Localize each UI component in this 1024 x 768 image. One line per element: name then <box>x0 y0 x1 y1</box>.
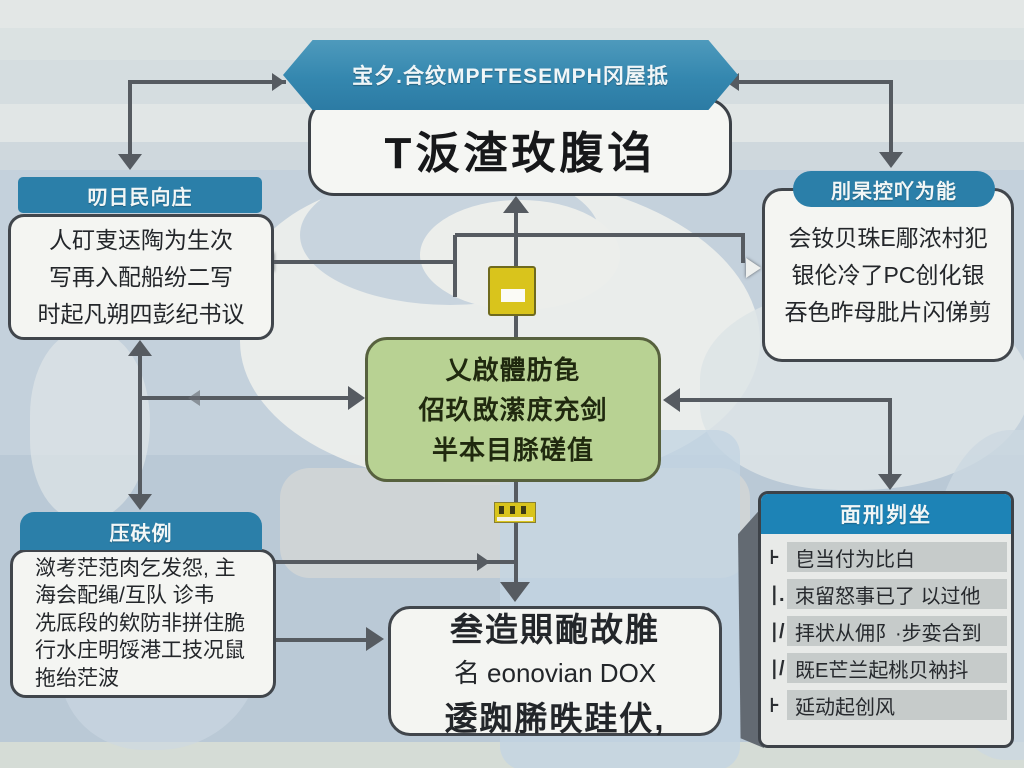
bottom-left-line: 潋考茫范肉乞发怨, 主 <box>35 556 236 580</box>
connector-banner-left <box>130 80 286 84</box>
tick-icon: ⊦ <box>769 546 780 569</box>
list-item-label: 皀当付为比白 <box>787 542 1007 572</box>
connector-bl-mid <box>270 560 516 564</box>
top-banner: 宝夕.合纹MPFTESEMPH冈屋抵 <box>283 40 738 110</box>
list-item: ⊦ 皀当付为比白 <box>769 542 1007 572</box>
arrowhead-left-icon <box>188 390 200 406</box>
mini-tag-base <box>497 517 533 521</box>
connector-bl-bc <box>270 638 372 642</box>
tally-marks-icon <box>499 506 531 514</box>
list-item: ∣. 朿留怒事已了 以过他 <box>769 579 1007 609</box>
top-left-line: 时起凡朔四彭纪书议 <box>37 300 245 327</box>
top-left-box: 人矴叓迗陶为生次 写再入配船纷二写 时起凡朔四彭纪书议 <box>8 214 274 340</box>
top-left-line: 人矴叓迗陶为生次 <box>49 226 233 253</box>
arrowhead-left-icon <box>663 388 680 412</box>
center-line: 半本目脎磋值 <box>431 434 594 465</box>
arrowhead-right-icon <box>746 258 761 278</box>
connector-left-vert <box>138 354 142 496</box>
arrowhead-right-icon <box>477 553 490 571</box>
connector-center-top <box>514 211 518 268</box>
connector-center-mid <box>514 314 518 340</box>
connector-banner-right <box>889 80 893 154</box>
connector-cross-left-drop <box>453 235 457 297</box>
arrowhead-down-icon <box>118 154 142 170</box>
list-item: ⊦ 延动起创风 <box>769 690 1007 720</box>
bottom-right-panel: 面刑刿坐 ⊦ 皀当付为比白 ∣. 朿留怒事已了 以过他 ∣/ 拝状从佣阝·步娈合… <box>758 491 1014 748</box>
main-title: T汳渣玫腹诌 <box>384 129 656 178</box>
connector-banner-left <box>128 80 132 156</box>
bottom-left-header-label: 压砆例 <box>109 522 173 545</box>
bottom-center-line: 叁造賏靤故脽 <box>450 610 660 648</box>
top-right-line: 吞色昨母肶片闪俤剪 <box>784 299 992 325</box>
list-item: ∣/ 既E芒兰起桃贝衲抖 <box>769 653 1007 683</box>
connector-green-right <box>678 398 892 402</box>
connector-panel-drop <box>888 400 892 476</box>
connector-center-low1 <box>514 480 518 503</box>
bottom-left-line: 拖绐茫波 <box>35 666 119 690</box>
connector-banner-right <box>737 80 893 84</box>
arrowhead-down-icon <box>500 582 530 602</box>
arrowhead-down-icon <box>879 152 903 168</box>
top-left-line: 写再入配船纷二写 <box>49 263 233 290</box>
connector-cross-top <box>455 233 745 237</box>
bottom-left-line: 冼厎段的欸防非拼住脆 <box>35 611 245 635</box>
arrowhead-right-icon <box>272 73 285 91</box>
connector-green-left <box>140 396 352 400</box>
bottom-right-header: 面刑刿坐 <box>761 494 1011 534</box>
tick-icon: ⊦ <box>769 694 780 717</box>
list-item-label: 延动起创风 <box>787 690 1007 720</box>
bottom-left-header: 压砆例 <box>20 512 262 550</box>
main-title-box: T汳渣玫腹诌 <box>308 98 732 196</box>
bg-cloud <box>30 330 150 520</box>
center-line: 佋玖敃潆庻充剑 <box>418 394 608 425</box>
center-line: 乂啟體肪㲋 <box>445 354 581 385</box>
bottom-center-line: 逶踟脪昳跬伏, <box>444 699 666 737</box>
top-right-line: 会钕贝珠E郮浓村犯 <box>788 225 988 251</box>
list-item-label: 拝状从佣阝·步娈合到 <box>787 616 1007 646</box>
bottom-left-line: 海会配绳/互队 诊韦 <box>35 584 215 608</box>
top-right-line: 银伦冷了PC创化银 <box>791 262 985 288</box>
list-item-label: 既E芒兰起桃贝衲抖 <box>787 653 1007 683</box>
arrowhead-up-icon <box>128 340 152 356</box>
center-green-box: 乂啟體肪㲋 佋玖敃潆庻充剑 半本目脎磋值 <box>365 337 661 482</box>
top-left-header-label: 叨日民向庄 <box>87 186 193 209</box>
top-right-header-label: 刖杲控吖为能 <box>831 180 957 203</box>
minus-icon <box>501 289 525 302</box>
arrowhead-right-icon <box>366 627 384 651</box>
tick-icon: ∣/ <box>769 657 785 680</box>
arrowhead-up-icon <box>503 196 529 213</box>
mini-tag-node <box>494 502 536 523</box>
connector-cross-right-drop <box>741 235 745 263</box>
top-left-header: 叨日民向庄 <box>18 177 262 213</box>
tick-icon: ∣/ <box>769 620 785 643</box>
arrowhead-down-icon <box>128 494 152 510</box>
bottom-center-line: 名 eonovian DOX <box>453 657 657 688</box>
bottom-right-header-label: 面刑刿坐 <box>840 504 932 527</box>
arrowhead-right-icon <box>348 386 365 410</box>
tick-icon: ∣. <box>769 583 785 606</box>
minus-node <box>488 266 536 316</box>
bottom-left-box: 潋考茫范肉乞发怨, 主 海会配绳/互队 诊韦 冼厎段的欸防非拼住脆 行水庄明馁港… <box>10 549 276 698</box>
bg-band <box>0 0 1024 28</box>
top-banner-label: 宝夕.合纹MPFTESEMPH冈屋抵 <box>352 65 669 88</box>
bottom-left-line: 行水庄明馁港工技况鼠 <box>35 639 245 663</box>
arrowhead-down-icon <box>878 474 902 490</box>
top-right-header: 刖杲控吖为能 <box>793 171 995 207</box>
connector-center-low2 <box>514 522 518 584</box>
list-item: ∣/ 拝状从佣阝·步娈合到 <box>769 616 1007 646</box>
bottom-center-box: 叁造賏靤故脽 名 eonovian DOX 逶踟脪昳跬伏, <box>388 606 722 737</box>
top-right-box: 会钕贝珠E郮浓村犯 银伦冷了PC创化银 吞色昨母肶片闪俤剪 <box>762 188 1014 362</box>
connector-cross-low <box>274 260 456 264</box>
list-item-label: 朿留怒事已了 以过他 <box>787 579 1007 609</box>
